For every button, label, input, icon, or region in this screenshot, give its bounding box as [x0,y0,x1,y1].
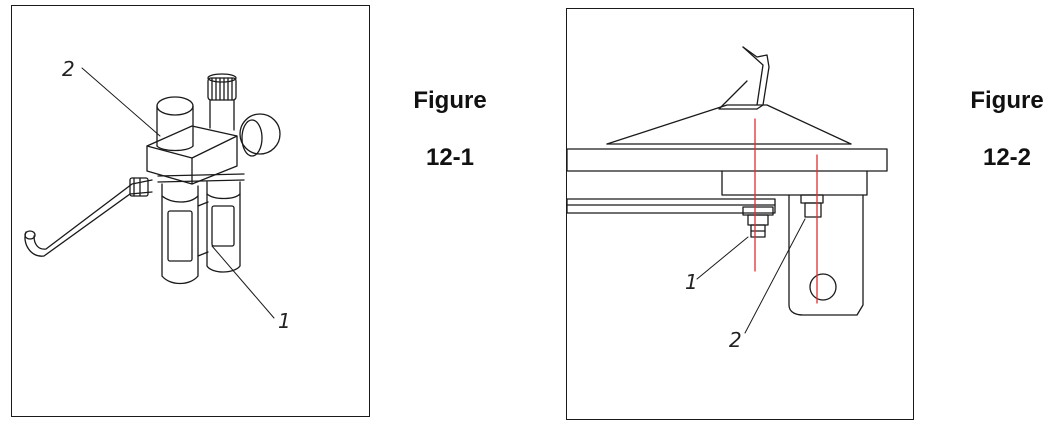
figure-12-2-caption-word: Figure [970,87,1044,114]
figure-12-1-caption-number: 12-1 [425,144,475,171]
callout-1: 1 [278,309,291,333]
figure-12-1-panel: 2 1 [11,5,370,417]
figure-12-2-panel: 1 2 [566,8,914,420]
figure-12-1-caption-word: Figure [413,87,487,114]
figure-12-2-caption-number: 12-2 [982,144,1032,171]
callout-2: 2 [729,328,742,352]
callout-1: 1 [685,270,698,294]
callout-2: 2 [62,57,75,81]
filter-regulator-drawing: 2 1 [24,57,291,333]
bracket-bolt-drawing: 1 2 [567,46,888,352]
